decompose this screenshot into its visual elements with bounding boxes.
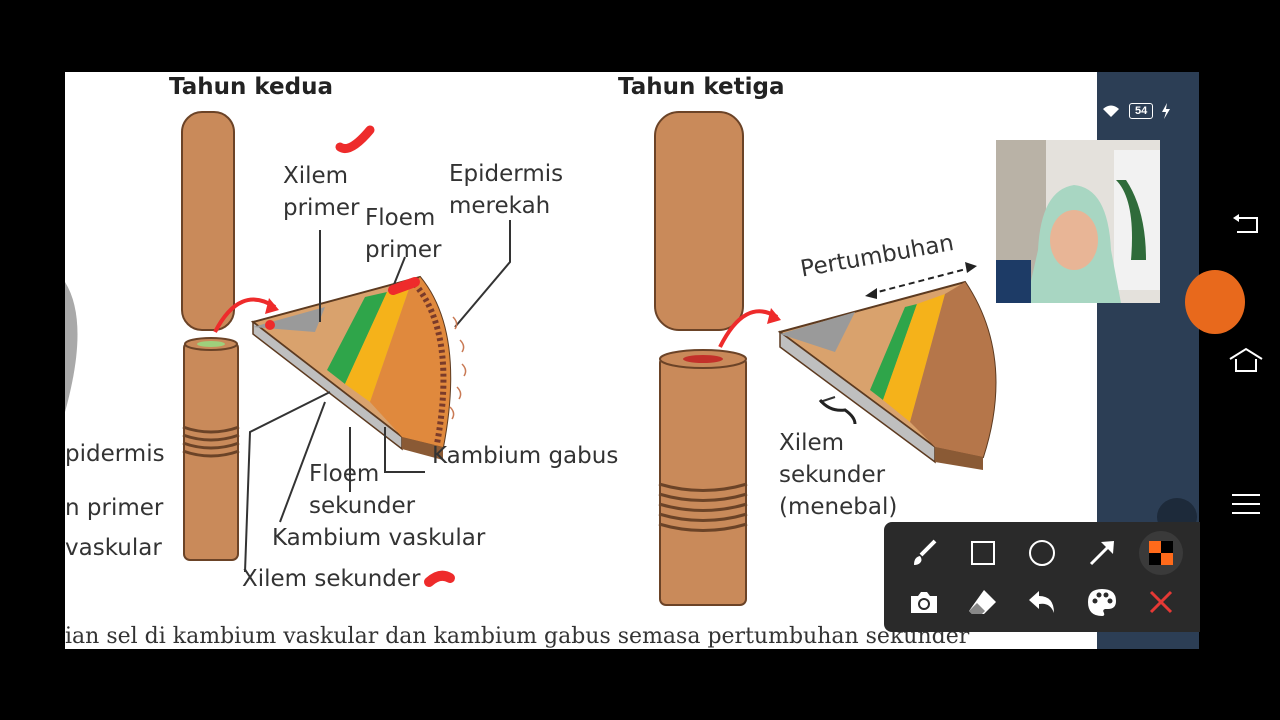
- eraser-icon: [969, 590, 996, 614]
- stem-bark-rings-right: [658, 482, 748, 532]
- label-kambium-gabus: Kambium gabus: [432, 443, 619, 469]
- camera-icon: [911, 592, 937, 613]
- circle-icon: [1029, 540, 1055, 566]
- back-button[interactable]: [1226, 204, 1266, 244]
- undo-tool[interactable]: [1020, 580, 1064, 624]
- mosaic-tool[interactable]: [1139, 531, 1183, 575]
- back-icon: [1233, 214, 1258, 233]
- brush-tool[interactable]: [902, 531, 946, 575]
- brush-icon: [914, 539, 937, 565]
- floating-bubble[interactable]: [1185, 270, 1245, 334]
- arrow-tool[interactable]: [1080, 531, 1124, 575]
- label-left-cut-vaskular: vaskular: [65, 535, 162, 561]
- home-icon: [1229, 347, 1263, 372]
- palette-tool[interactable]: [1080, 580, 1124, 624]
- close-icon: [1149, 590, 1173, 614]
- wifi-icon: [1103, 105, 1119, 117]
- presenter-video: [996, 140, 1160, 303]
- annotation-check-mark: [335, 125, 375, 154]
- webcam-overlay[interactable]: [996, 140, 1160, 303]
- stem-lower-left: [183, 341, 239, 561]
- label-xilem-sekunder: Xilem sekunder: [242, 566, 421, 592]
- title-third-year: Tahun ketiga: [618, 74, 785, 100]
- arrow-icon: [1089, 541, 1114, 566]
- label-left-cut-epidermis: pidermis: [65, 441, 165, 467]
- hamburger-icon: [1232, 494, 1260, 514]
- label-kambium-vaskular: Kambium vaskular: [272, 525, 486, 551]
- stem-bark-rings-left: [182, 425, 240, 458]
- annotation-stroke: [388, 277, 420, 295]
- stem-upper-right: [654, 111, 744, 331]
- label-left-cut-primer: n primer: [65, 495, 164, 521]
- stem-wedge-second-year: [250, 275, 452, 460]
- close-toolbar-button[interactable]: [1139, 580, 1183, 624]
- diagram-artwork: [65, 111, 997, 606]
- undo-icon: [1029, 591, 1054, 613]
- stem-lower-right: [659, 356, 747, 606]
- rectangle-tool[interactable]: [961, 531, 1005, 575]
- menu-button[interactable]: [1226, 484, 1266, 524]
- title-second-year: Tahun kedua: [169, 74, 334, 100]
- charging-icon: [1162, 103, 1171, 119]
- home-button[interactable]: [1226, 340, 1266, 380]
- screenshot-tool[interactable]: [902, 580, 946, 624]
- circle-tool[interactable]: [1020, 531, 1064, 575]
- partial-stem-left: [65, 282, 78, 412]
- leader-lines: [244, 220, 836, 573]
- palette-icon: [1088, 589, 1116, 616]
- mosaic-icon: [1149, 541, 1173, 565]
- stem-upper-left: [181, 111, 235, 331]
- eraser-tool[interactable]: [961, 580, 1005, 624]
- status-bar: 54: [1101, 100, 1191, 122]
- rectangle-icon: [971, 541, 995, 565]
- stem-wedge-third-year: [777, 280, 997, 470]
- figure-caption: ian sel di kambium vaskular dan kambium …: [65, 624, 970, 649]
- battery-indicator: 54: [1129, 103, 1154, 119]
